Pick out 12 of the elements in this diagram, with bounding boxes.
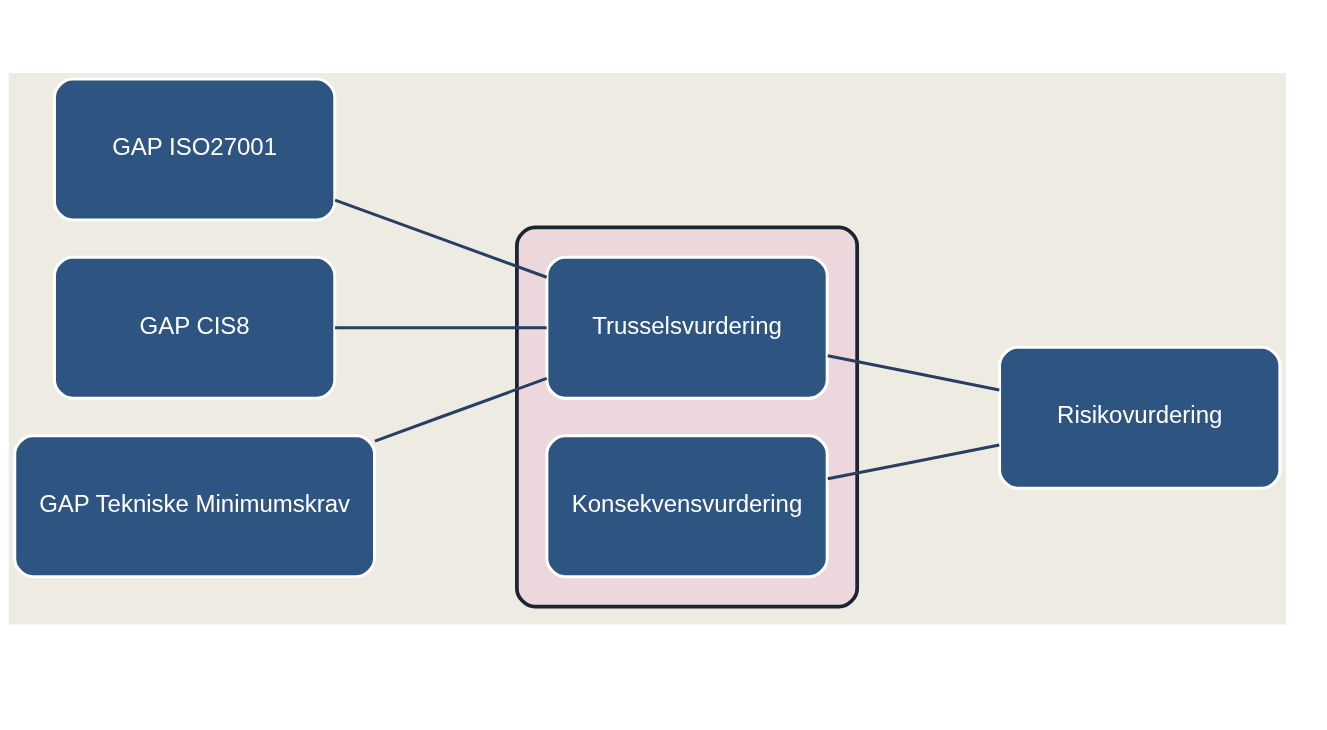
node-box: Risikovurdering bbox=[998, 345, 1282, 490]
node-box: Konsekvensvurdering bbox=[545, 434, 829, 579]
connector bbox=[827, 443, 1000, 481]
cluster bbox=[515, 225, 860, 609]
node-box: Trusselsvurdering bbox=[545, 255, 829, 400]
connector bbox=[335, 326, 547, 330]
node-box: GAP ISO27001 bbox=[52, 77, 337, 222]
connector bbox=[827, 354, 1000, 392]
connector bbox=[334, 198, 548, 279]
connector bbox=[374, 377, 548, 443]
node-box: GAP Tekniske Minimumskrav bbox=[13, 434, 376, 579]
node-box: GAP CIS8 bbox=[52, 255, 337, 400]
